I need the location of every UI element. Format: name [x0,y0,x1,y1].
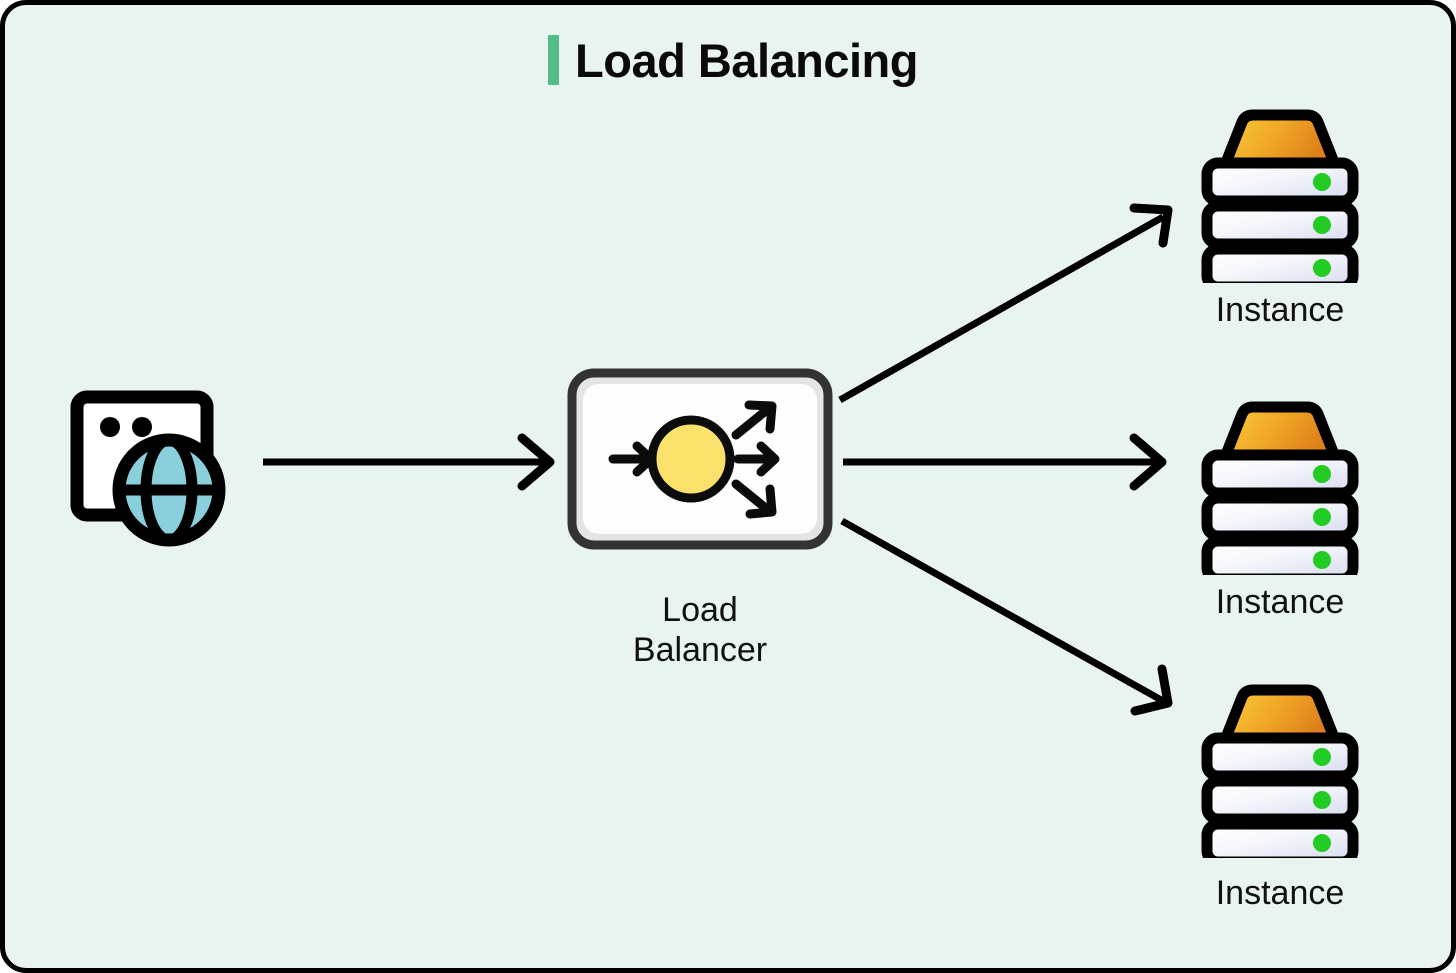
instance-3-label: Instance [1215,874,1345,912]
status-led [1313,508,1331,526]
instance-2-node[interactable] [1195,400,1365,585]
connector-lb-to-instance-1 [838,203,1173,404]
connector-client-to-load-balancer [263,433,555,491]
title-accent-bar [548,35,560,85]
instance-2-label: Instance [1215,583,1345,621]
status-led [1313,791,1331,809]
status-led [1313,259,1331,277]
status-led [1313,551,1331,569]
server-rack-icon [1201,684,1359,868]
load-balancer-icon [567,368,833,550]
connector-lb-to-instance-3 [840,517,1173,716]
client-node[interactable] [67,385,247,555]
diagram-header: Load Balancing [5,33,1451,87]
window-dot-1 [100,417,120,437]
instance-1-label: Instance [1215,291,1345,329]
server-rack-icon [1201,401,1359,585]
server-rack-icon [1201,109,1359,293]
lb-core [647,415,735,503]
browser-globe-icon [70,390,226,547]
status-led [1313,173,1331,191]
load-balancer-node[interactable] [565,365,835,553]
status-led [1313,465,1331,483]
instance-1-node[interactable] [1195,108,1365,293]
connector-lb-to-instance-2 [843,433,1167,491]
status-led [1313,748,1331,766]
status-led [1313,216,1331,234]
instance-3-node[interactable] [1195,683,1365,868]
status-led [1313,834,1331,852]
page-title: Load Balancing [575,33,918,87]
load-balancer-label: Load Balancer [632,591,768,670]
window-dot-2 [132,417,152,437]
